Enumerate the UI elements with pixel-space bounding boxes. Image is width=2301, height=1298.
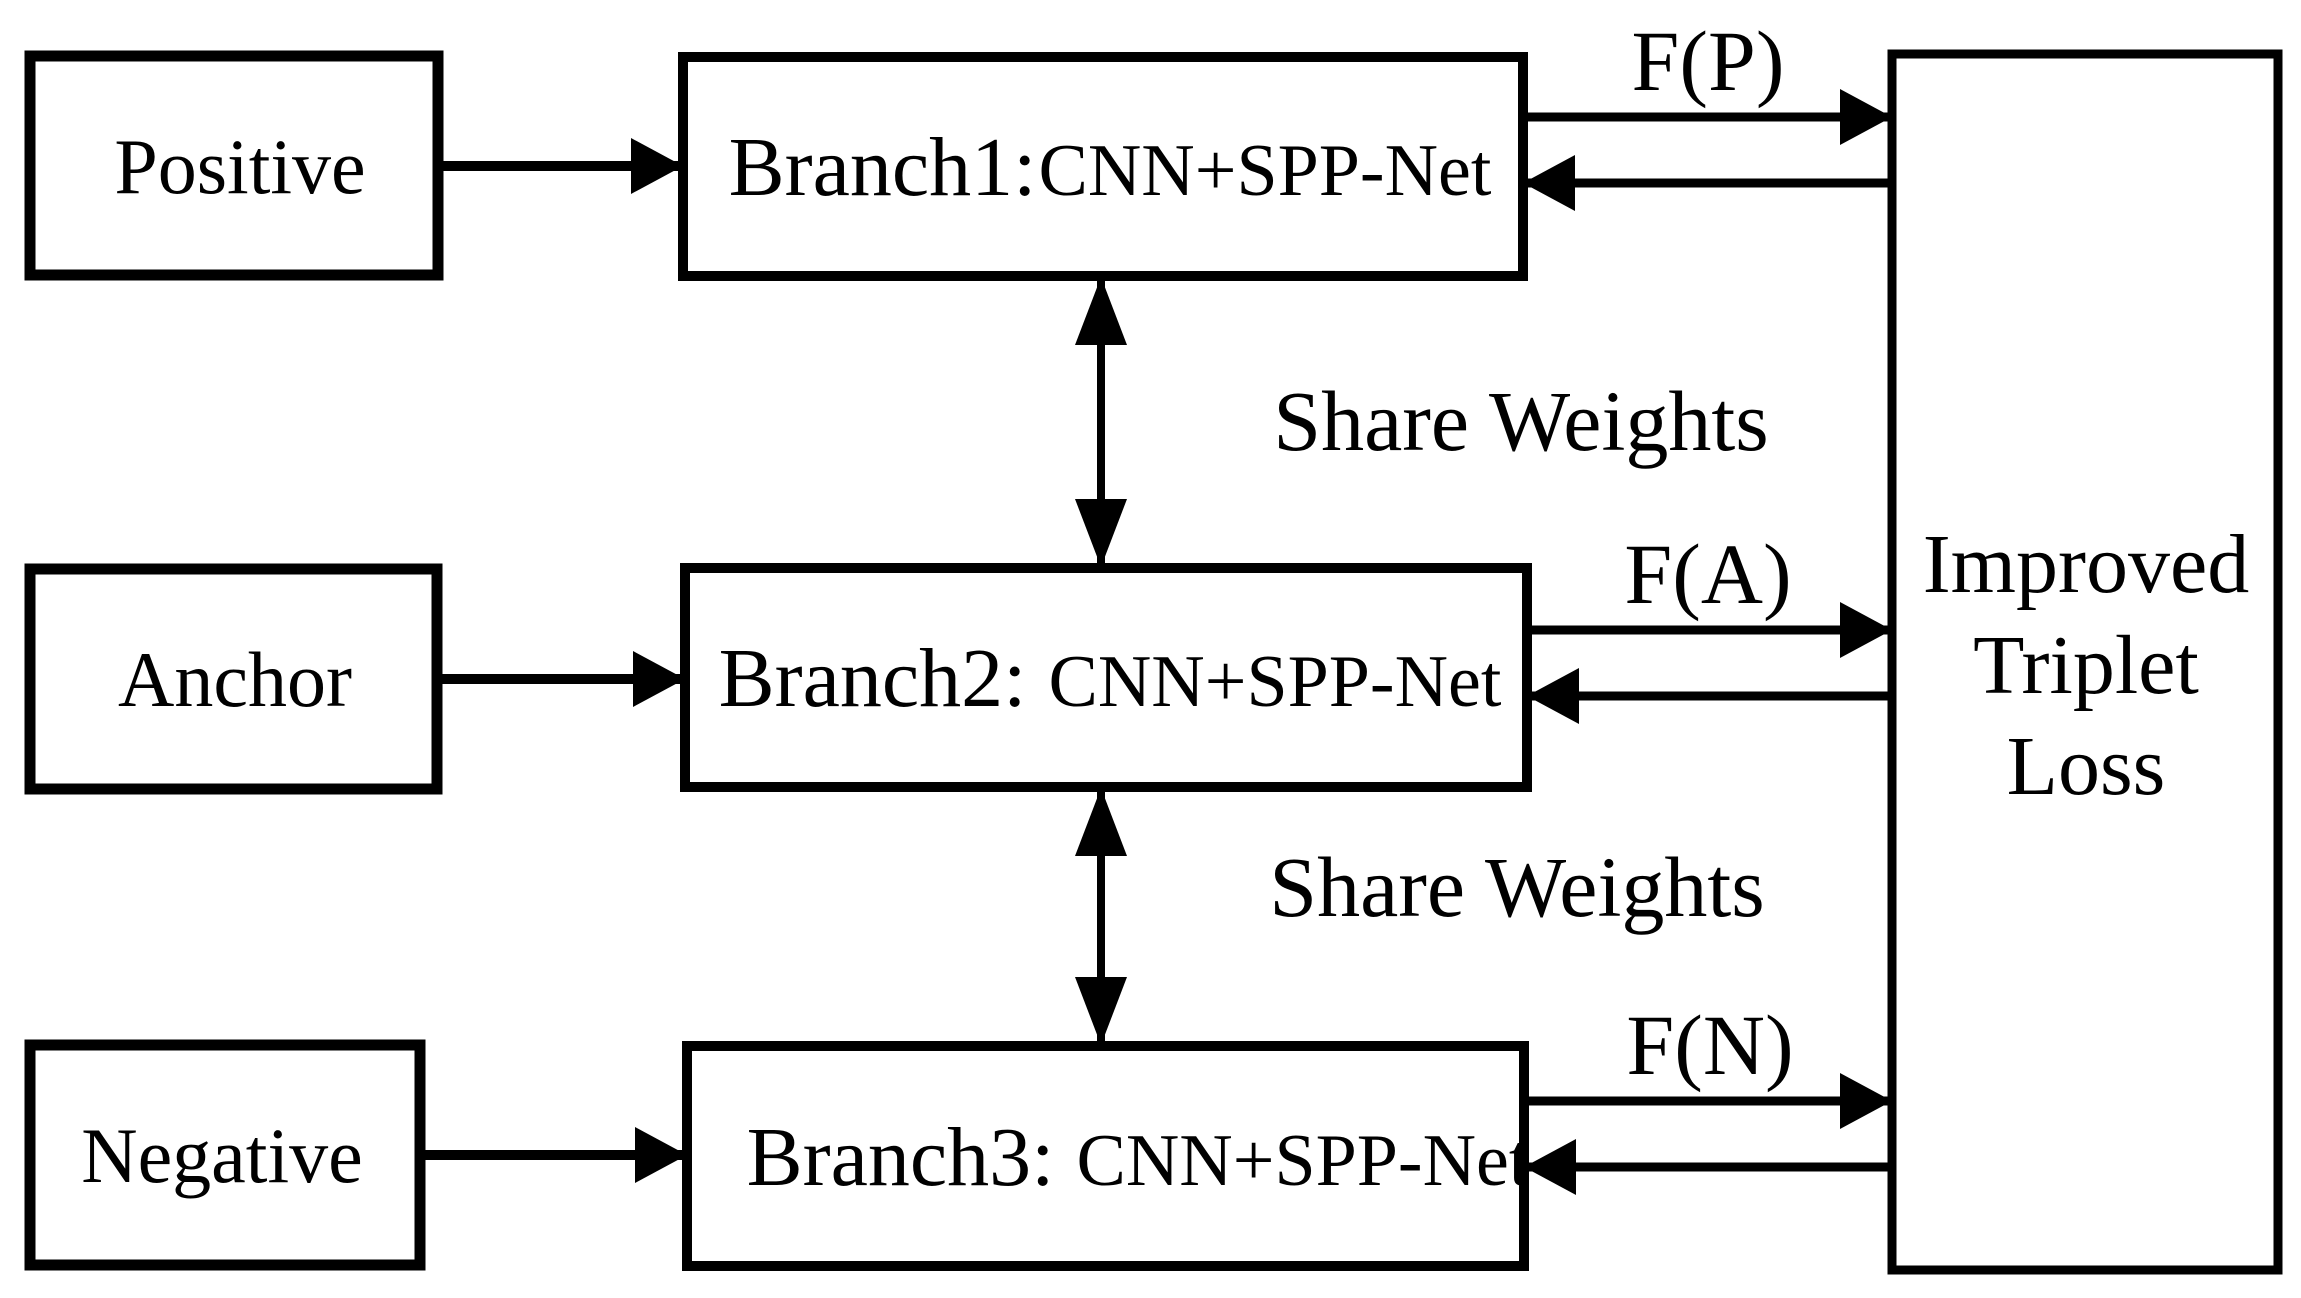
share-weights-label-1: Share Weights <box>1273 373 1768 469</box>
anchor-box <box>24 563 443 795</box>
branch3-label: Branch3: CNN+SPP-Net <box>747 1111 1530 1204</box>
negative-box <box>24 1039 426 1271</box>
branch2-net: CNN+SPP-Net <box>1048 641 1501 723</box>
loss-label-line2: Triplet <box>1973 619 2199 712</box>
negative-label: Negative <box>81 1112 363 1199</box>
branch1-label: Branch1:CNN+SPP-Net <box>729 121 1492 214</box>
loss-label-line3: Loss <box>2007 720 2166 813</box>
feature-fp-label: F(P) <box>1632 13 1785 109</box>
branch3-net: CNN+SPP-Net <box>1076 1120 1529 1202</box>
anchor-label: Anchor <box>118 636 352 723</box>
positive-box <box>24 50 444 281</box>
branch2-box <box>680 563 1532 792</box>
branch2-name: Branch2: <box>719 632 1027 725</box>
branch2-label: Branch2: CNN+SPP-Net <box>719 632 1502 725</box>
branch1-net: CNN+SPP-Net <box>1038 130 1491 212</box>
branch1-name: Branch1: <box>729 121 1037 214</box>
loss-label-line1: Improved <box>1923 518 2250 611</box>
feature-fa-label: F(A) <box>1624 526 1791 622</box>
share-weights-label-2: Share Weights <box>1269 839 1764 935</box>
branch3-name: Branch3: <box>747 1111 1055 1204</box>
feature-fn-label: F(N) <box>1626 997 1793 1093</box>
positive-label: Positive <box>114 123 365 210</box>
improved-triplet-loss-box <box>1887 49 2283 1275</box>
